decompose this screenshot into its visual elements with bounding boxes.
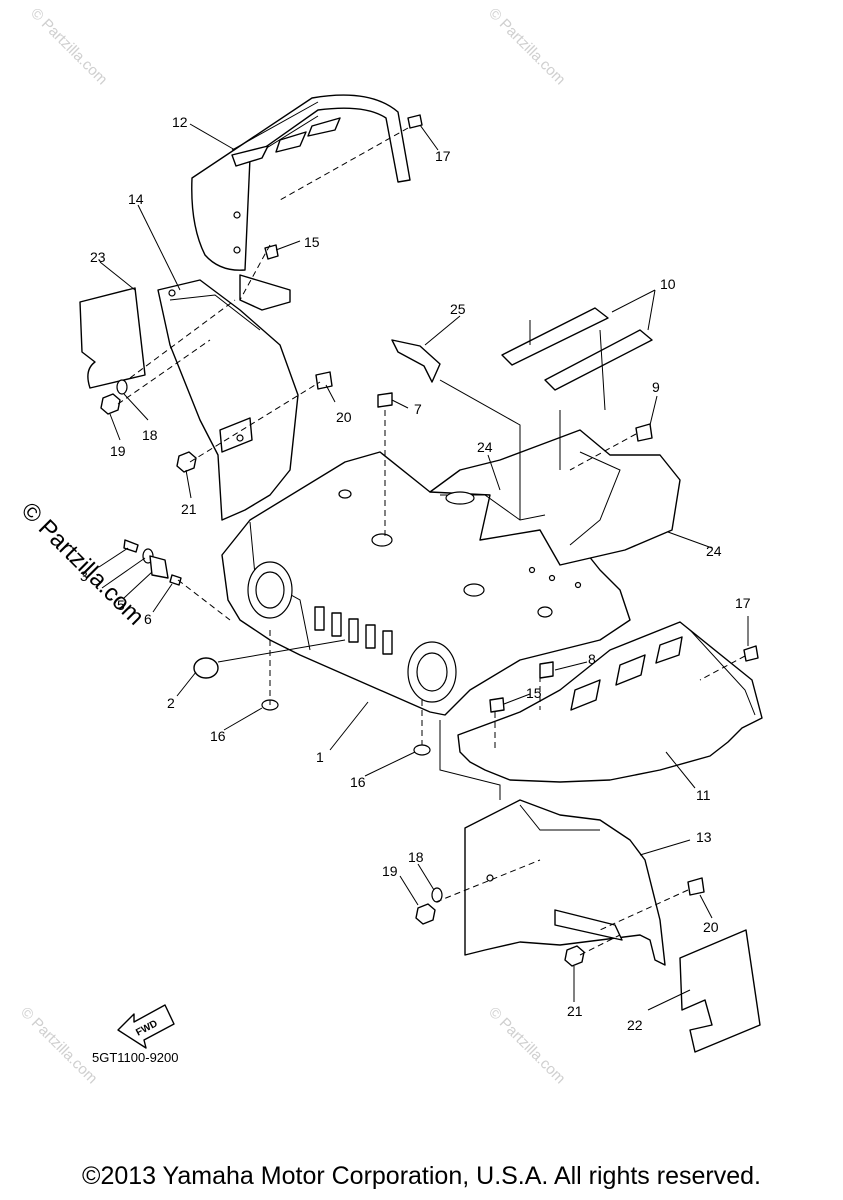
callout-6: 6: [144, 611, 152, 627]
callout-15-right: 15: [526, 685, 542, 701]
part-23-left-decal: [79, 287, 146, 389]
fastener-cluster-left: [123, 539, 182, 586]
bolt-17-right: [743, 645, 759, 662]
callout-22: 22: [627, 1017, 643, 1033]
callout-7: 7: [414, 401, 422, 417]
washer-18-left: [116, 379, 128, 395]
callout-24-right: 24: [706, 543, 722, 559]
callout-19-right: 19: [382, 863, 398, 879]
assembly-lines: [117, 127, 746, 956]
watermark-bottom-right: © Partzilla.com: [485, 1004, 568, 1087]
washer-16-right: [413, 744, 431, 756]
callout-13: 13: [696, 829, 712, 845]
callout-25: 25: [450, 301, 466, 317]
part-12-upper-cover: [191, 94, 411, 311]
callout-17-right: 17: [735, 595, 751, 611]
part-10-trim-strips: [501, 307, 653, 391]
fwd-arrow: FWD: [117, 1004, 175, 1049]
callout-numbers: 12 17 14 15 23 10 25 9 7 20 18 19 24 21 …: [80, 114, 751, 1033]
callout-9: 9: [652, 379, 660, 395]
callout-18-right: 18: [408, 849, 424, 865]
watermark-left-edge: © Partzilla.com: [16, 497, 149, 630]
watermark-bottom-left: © Partzilla.com: [17, 1004, 100, 1087]
bolt-20-right: [687, 877, 705, 896]
nut-19-right: [415, 903, 436, 925]
callout-12: 12: [172, 114, 188, 130]
bolt-15-right: [489, 697, 505, 713]
callout-20-right: 20: [703, 919, 719, 935]
callout-8: 8: [588, 651, 596, 667]
callout-2: 2: [167, 695, 175, 711]
part-14-left-panel: [157, 279, 299, 521]
callout-15-top: 15: [304, 234, 320, 250]
callout-20-left: 20: [336, 409, 352, 425]
callout-24-top: 24: [477, 439, 493, 455]
callout-19-left: 19: [110, 443, 126, 459]
copyright-notice: ©2013 Yamaha Motor Corporation, U.S.A. A…: [82, 1162, 761, 1190]
nuts-and-washers: [100, 379, 585, 967]
drawing-code: 5GT1100-9200: [92, 1050, 179, 1065]
callout-16-right: 16: [350, 774, 366, 790]
part-2-cap: [193, 657, 219, 679]
callout-5: 5: [117, 597, 125, 613]
callout-1: 1: [316, 749, 324, 765]
bolt-8: [539, 661, 554, 679]
callout-16-left: 16: [210, 728, 226, 744]
watermark-top-left: © Partzilla.com: [27, 5, 110, 88]
bolts: [264, 114, 759, 896]
leader-lines: [98, 123, 749, 1011]
nut-19-left: [100, 393, 121, 415]
part-22-right-decal: [679, 929, 761, 1053]
callout-14: 14: [128, 191, 144, 207]
part-24-console: [429, 429, 681, 566]
nut-21-left: [176, 451, 197, 473]
callout-10: 10: [660, 276, 676, 292]
bolt-17-top: [407, 114, 423, 129]
callout-11: 11: [696, 787, 711, 803]
nut-21-right: [564, 945, 585, 967]
callout-21-right: 21: [567, 1003, 583, 1019]
bolt-7: [377, 392, 393, 408]
part-13-right-panel: [464, 799, 666, 966]
callout-21-left: 21: [181, 501, 197, 517]
watermark-top-right: © Partzilla.com: [485, 5, 568, 88]
bolt-15-top: [264, 244, 279, 260]
bolt-9: [635, 423, 653, 442]
part-11-right-cover: [457, 621, 763, 783]
callout-17-top: 17: [435, 148, 451, 164]
bolt-20-left: [315, 371, 333, 390]
callout-18-left: 18: [142, 427, 158, 443]
part-25-bracket: [391, 339, 441, 383]
callout-23: 23: [90, 249, 106, 265]
callout-3: 3: [80, 568, 88, 584]
